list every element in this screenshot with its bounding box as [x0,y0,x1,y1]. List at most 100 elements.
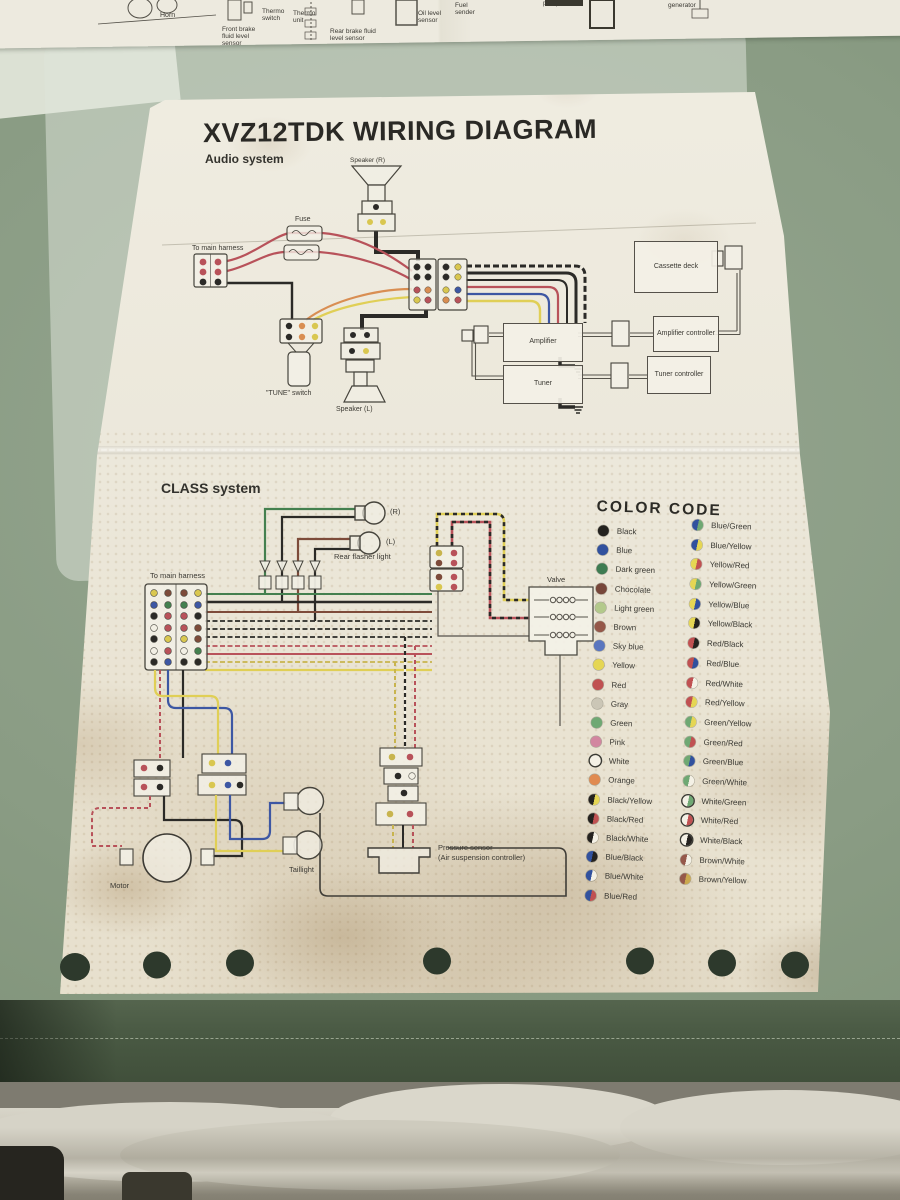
audio-harness-label: To main harness [192,245,244,252]
color-name: Brown/Yellow [698,875,747,886]
color-swatch [689,578,702,590]
color-code-entry: Blue/Yellow [691,539,758,552]
color-code-entry: Blue/Green [691,519,759,532]
amplifier-box: Amplifier [503,323,583,362]
tuner-box: Tuner [503,365,583,404]
color-name: Blue/White [604,871,644,883]
color-swatch [585,870,597,882]
color-swatch [590,735,602,748]
color-name: Green/Blue [702,757,744,768]
color-name: Blue/Black [605,852,644,864]
class-harness-label: To main harness [150,571,206,580]
color-swatch [593,640,606,652]
color-name: Black/Yellow [607,795,653,806]
color-name: Chocolate [614,584,652,595]
color-name: Green/Yellow [704,717,752,729]
color-name: Red [611,680,627,690]
color-name: Green/Red [703,737,743,748]
color-swatch [591,697,604,710]
color-swatch [682,794,694,807]
color-code-entry: White/Green [682,794,749,808]
color-swatch [690,558,702,571]
color-swatch [683,755,696,767]
color-swatch [687,657,699,669]
top-label-horn: Horn [160,12,176,19]
color-code-entry: Gray [591,697,656,711]
color-name: Red/Black [706,639,744,650]
color-name: Pink [609,737,626,748]
cassette-deck-box: Cassette deck [634,241,718,293]
color-swatch [595,582,608,594]
color-swatch [592,678,604,690]
color-code-entry: Brown/Yellow [679,873,747,886]
color-swatch [584,889,597,901]
color-name: Yellow/Red [709,560,750,571]
pressure-sensor-label-1: Pressure sensor [438,843,493,852]
page-title: XVZ12TDK WIRING DIAGRAM [202,113,598,149]
top-label-fuel-sender: Fuel sender [455,2,475,17]
color-code-entry: Yellow/Green [689,578,757,591]
color-code-entry: Black/Yellow [588,793,653,807]
color-swatch [685,696,698,708]
color-code-entry: Light green [594,601,659,615]
color-name: White/Black [699,835,743,847]
color-name: White/Green [701,796,747,808]
taillight-label: Taillight [289,865,315,874]
color-name: Yellow [612,660,636,671]
top-label-generator: generator [668,2,696,9]
tune-switch-label: "TUNE" switch [266,390,312,397]
color-swatch [686,676,698,689]
color-code-entry: Pink [590,735,654,749]
speaker-l-label: Speaker (L) [336,406,373,413]
top-label-pump: pump [543,0,560,7]
color-code-entry: Green [590,716,655,730]
color-code-entry: Blue [597,544,661,557]
fold-crease [60,446,830,455]
color-code-entry: Blue/White [585,870,650,883]
color-code-entry: Brown [594,620,658,634]
color-name: Black/White [605,833,649,844]
color-swatch [588,774,601,786]
color-code-entry: Black/Red [587,812,652,826]
speaker-r-label: Speaker (R) [350,157,386,164]
color-name: Green/White [702,776,748,788]
color-name: White/Red [700,816,739,827]
color-swatch [687,637,700,649]
color-name: Yellow/Black [707,619,753,630]
flasher-r-label: (R) [390,507,401,516]
color-swatch [589,755,602,767]
color-swatch [691,519,704,531]
flasher-l-label: (L) [386,537,396,546]
color-name: Green [609,718,633,729]
fuse-label: Fuse [295,216,311,223]
color-code-column-1: Black Blue Dark green Chocolate [584,525,662,911]
audio-section-title: Audio system [205,152,284,166]
color-swatch [596,563,608,575]
valve-label: Valve [547,575,566,584]
color-name: White [608,756,630,767]
color-name: Blue/Green [710,521,752,532]
color-swatch [594,620,606,633]
motor-label: Motor [110,881,130,890]
tuner-controller-box: Tuner controller [647,356,711,394]
color-code-entry: Green/White [682,775,750,788]
punch-holes [60,947,809,981]
color-swatch [689,598,701,610]
top-label-thermo-unit: Thermo unit [293,10,316,25]
color-swatch [594,601,607,614]
color-name: Gray [610,699,629,709]
color-code-entry: Chocolate [595,582,660,596]
color-name: Blue/Red [603,891,638,902]
color-name: Black/Red [606,814,644,825]
color-code-entry: Blue/Red [584,889,649,902]
color-swatch [691,539,703,551]
top-page-doodles [97,0,709,40]
color-name: Brown [613,622,637,633]
color-code-entry: Sky blue [593,640,658,653]
color-swatch [587,812,600,825]
dark-gap [122,1172,192,1200]
color-name: Blue/Yellow [710,540,752,552]
pressure-sensor-label-2: (Air suspension controller) [438,853,526,862]
